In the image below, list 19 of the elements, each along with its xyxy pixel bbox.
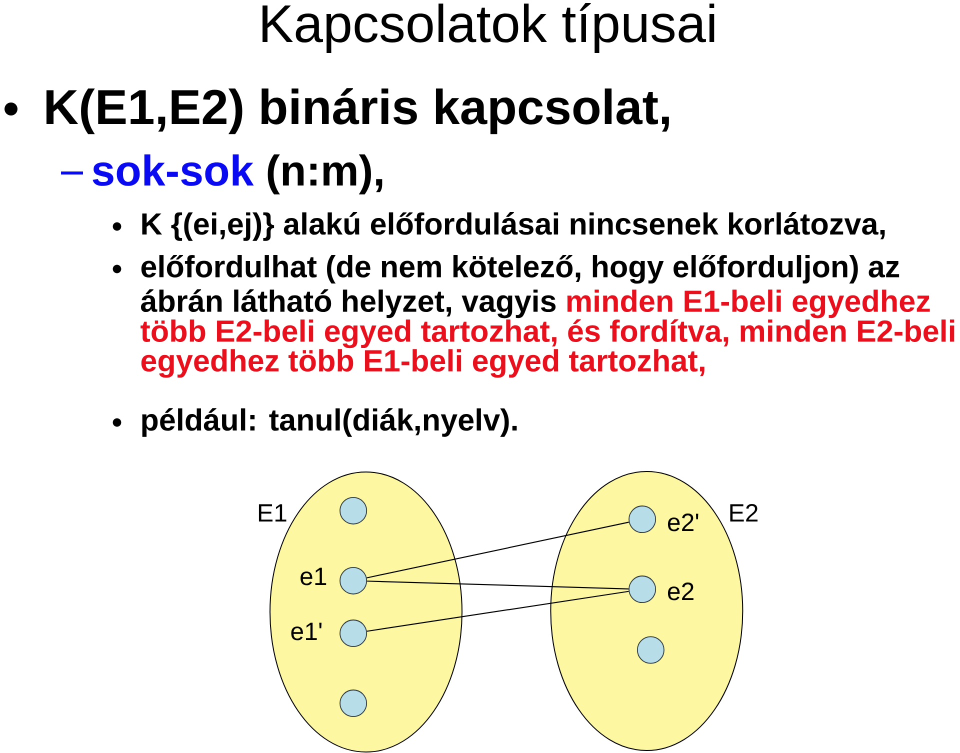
connecting-line bbox=[367, 580, 629, 590]
set-label: E2 bbox=[730, 504, 758, 522]
element-circle bbox=[340, 690, 368, 718]
connecting-line bbox=[366, 522, 629, 578]
element-label: e1' bbox=[291, 622, 322, 640]
bullet-text: például: tanul(diák,nyelv). bbox=[142, 408, 517, 437]
bullet-text: K {(ei,ej)} alakú előfordulásai nincsenek korlátozva, bbox=[142, 212, 885, 241]
set-label: E1 bbox=[258, 504, 286, 522]
bullet-text: (n:m), bbox=[268, 154, 382, 194]
element-circle bbox=[340, 496, 368, 524]
bullet-text: előfordulhat (de nem kötelező, hogy előforduljon) az ábrán látható helyzet, vagyis minden E1-beli egyedhez több E2-beli egyed tartozhat, és fordítva, minden E2-beli egyedhez több E1-beli egyed tartozhat, bbox=[140, 255, 954, 378]
element-circle bbox=[636, 636, 664, 664]
bullet-text: K(E1,E2) bináris kapcsolat, bbox=[46, 88, 669, 134]
element-label: e2' bbox=[668, 514, 698, 532]
connecting-line bbox=[366, 590, 629, 632]
element-label: e1 bbox=[300, 568, 326, 586]
title: Kapcsolatok típusai bbox=[262, 2, 714, 53]
element-label: e2 bbox=[668, 582, 694, 600]
term-text: sok-sok bbox=[92, 154, 254, 186]
